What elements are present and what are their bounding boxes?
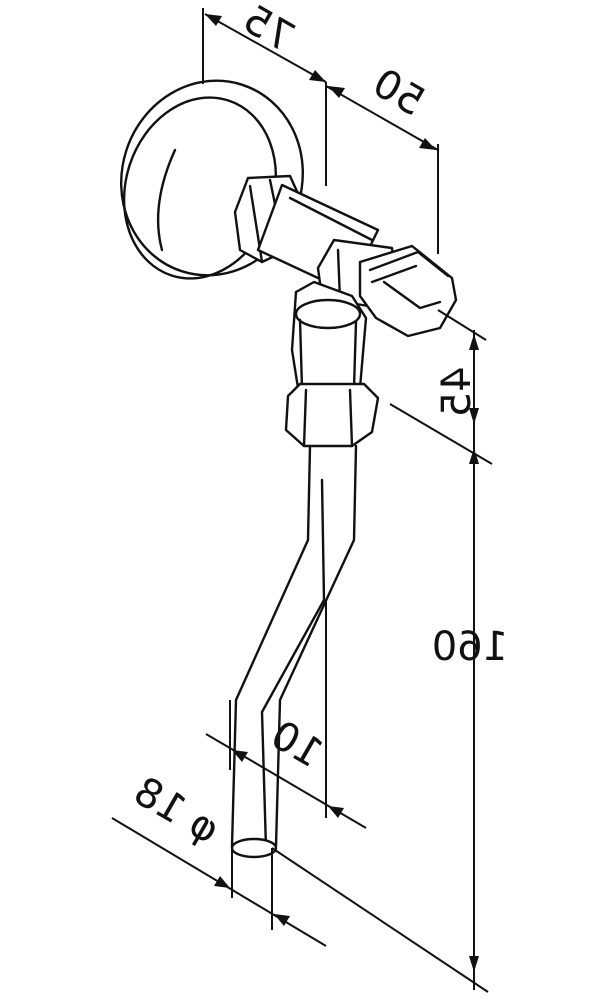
dim-label-45: 45: [434, 367, 480, 418]
dim-160: 160: [271, 430, 508, 993]
dim-label-75: 75: [235, 0, 302, 61]
dim-label-10: 10: [263, 712, 330, 777]
dim-label-50: 50: [365, 60, 432, 125]
dim-phi-18: φ 18: [111, 768, 327, 947]
dim-10: 10: [205, 600, 367, 829]
dim-75: 75: [202, 0, 327, 84]
bent-pipe: [230, 444, 358, 859]
dim-label-160: 160: [432, 624, 508, 670]
lower-hex-nut: [284, 382, 380, 448]
outlet-connector: [290, 280, 368, 390]
dim-label-phi-18: φ 18: [126, 768, 227, 853]
dim-45: 45: [389, 309, 493, 465]
valve-handle: [358, 244, 458, 338]
